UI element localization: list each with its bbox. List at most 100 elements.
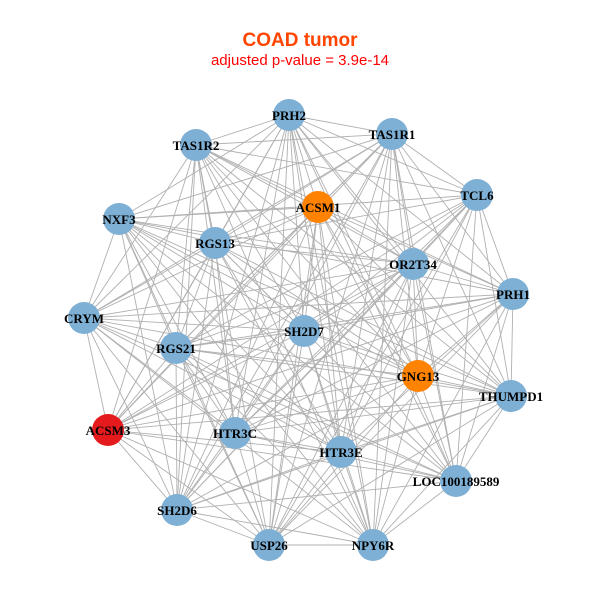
edge-TAS1R1-ACSM3 xyxy=(107,133,393,431)
node-label: TCL6 xyxy=(460,188,494,203)
nodes: PRH2TAS1R2TAS1R1ACSM1TCL6NXF3RGS13OR2T34… xyxy=(64,99,543,561)
node-label: THUMPD1 xyxy=(479,389,543,404)
edge-TAS1R2-LOC100189589 xyxy=(195,144,457,482)
edge-NXF3-GNG13 xyxy=(118,218,419,377)
edge-ACSM1-RGS13 xyxy=(214,206,319,244)
edge-PRH2-CRYM xyxy=(83,114,290,319)
edge-PRH2-SH2D7 xyxy=(288,114,305,332)
edge-THUMPD1-USP26 xyxy=(268,395,512,546)
edge-RGS13-RGS21 xyxy=(175,242,216,349)
edge-RGS13-ACSM3 xyxy=(107,242,216,431)
edge-NXF3-OR2T34 xyxy=(118,218,414,265)
node-circle xyxy=(402,360,434,392)
edge-CRYM-RGS21 xyxy=(83,317,177,349)
edge-CRYM-ACSM3 xyxy=(83,317,109,431)
edge-TAS1R1-SH2D6 xyxy=(176,133,393,511)
edge-CRYM-THUMPD1 xyxy=(83,317,512,397)
edge-THUMPD1-HTR3C xyxy=(234,395,512,434)
edge-TCL6-RGS21 xyxy=(175,194,478,349)
node-or2t34: OR2T34 xyxy=(389,248,437,280)
node-circle xyxy=(302,191,334,223)
edge-TCL6-HTR3C xyxy=(234,194,478,434)
edge-CRYM-SH2D6 xyxy=(83,317,178,511)
node-rgs21: RGS21 xyxy=(156,332,196,364)
edge-NXF3-SH2D6 xyxy=(118,218,178,511)
node-label: RGS13 xyxy=(195,236,235,251)
edge-TCL6-RGS13 xyxy=(214,194,478,244)
edge-PRH2-OR2T34 xyxy=(288,114,414,265)
edge-TCL6-SH2D7 xyxy=(303,194,478,332)
node-label: HTR3E xyxy=(319,445,362,460)
edge-SH2D7-GNG13 xyxy=(303,330,419,377)
edge-OR2T34-ACSM3 xyxy=(107,263,414,431)
edge-NXF3-RGS13 xyxy=(118,218,216,244)
edge-RGS13-HTR3C xyxy=(214,242,236,434)
edge-RGS13-THUMPD1 xyxy=(214,242,512,397)
node-circle xyxy=(199,227,231,259)
node-label: NPY6R xyxy=(352,538,395,553)
edge-TAS1R2-RGS21 xyxy=(175,144,197,349)
edge-PRH2-TAS1R1 xyxy=(288,114,393,135)
edge-OR2T34-CRYM xyxy=(83,263,414,319)
node-circle xyxy=(253,529,285,561)
node-thumpd1: THUMPD1 xyxy=(479,380,543,412)
node-circle xyxy=(160,332,192,364)
edge-NXF3-PRH1 xyxy=(118,218,514,295)
figure-subtitle: adjusted p-value = 3.9e-14 xyxy=(210,52,390,69)
edge-RGS13-LOC100189589 xyxy=(214,242,457,482)
edge-PRH2-SH2D6 xyxy=(176,114,290,511)
edge-HTR3E-USP26 xyxy=(268,451,342,546)
node-prh2: PRH2 xyxy=(272,99,306,131)
edge-GNG13-HTR3C xyxy=(234,375,419,434)
node-htr3c: HTR3C xyxy=(213,417,257,449)
edge-TCL6-USP26 xyxy=(268,194,478,546)
node-circle xyxy=(219,417,251,449)
node-label: SH2D7 xyxy=(284,324,324,339)
edge-HTR3C-SH2D6 xyxy=(176,432,236,511)
edge-PRH2-TAS1R2 xyxy=(195,114,290,146)
edge-TAS1R1-NXF3 xyxy=(118,133,393,220)
edge-SH2D7-USP26 xyxy=(268,330,305,546)
node-circle xyxy=(273,99,305,131)
edge-PRH1-RGS21 xyxy=(175,293,514,349)
node-label: GNG13 xyxy=(397,369,440,384)
edge-SH2D6-NPY6R xyxy=(176,509,374,546)
edge-PRH1-CRYM xyxy=(83,293,514,319)
edge-TAS1R2-THUMPD1 xyxy=(195,144,512,397)
node-label: SH2D6 xyxy=(157,503,197,518)
edge-OR2T34-HTR3C xyxy=(234,263,414,434)
node-tcl6: TCL6 xyxy=(460,179,494,211)
edge-PRH1-SH2D7 xyxy=(303,293,514,332)
edge-TCL6-PRH1 xyxy=(476,194,514,295)
edge-HTR3E-NPY6R xyxy=(340,451,374,546)
node-circle xyxy=(461,179,493,211)
edge-TAS1R1-LOC100189589 xyxy=(391,133,457,482)
edge-THUMPD1-ACSM3 xyxy=(107,395,512,431)
edge-OR2T34-LOC100189589 xyxy=(412,263,457,482)
edge-RGS13-CRYM xyxy=(83,242,216,319)
node-gng13: GNG13 xyxy=(397,360,440,392)
edge-RGS21-SH2D6 xyxy=(175,347,178,511)
edge-ACSM1-SH2D7 xyxy=(303,206,319,332)
edge-OR2T34-HTR3E xyxy=(340,263,414,453)
node-circle xyxy=(325,436,357,468)
node-acsm3: ACSM3 xyxy=(86,414,131,446)
edge-ACSM1-NPY6R xyxy=(317,206,374,546)
edge-TAS1R2-TAS1R1 xyxy=(195,133,393,146)
edge-TAS1R2-ACSM3 xyxy=(107,144,197,431)
edge-TCL6-ACSM3 xyxy=(107,194,478,431)
edge-SH2D7-RGS21 xyxy=(175,330,305,349)
edge-TAS1R2-TCL6 xyxy=(195,144,478,196)
node-circle xyxy=(68,302,100,334)
edge-NXF3-THUMPD1 xyxy=(118,218,512,397)
edge-NXF3-USP26 xyxy=(118,218,270,546)
edge-TAS1R1-NPY6R xyxy=(372,133,393,546)
edge-ACSM3-USP26 xyxy=(107,429,270,546)
edge-SH2D7-HTR3C xyxy=(234,330,305,434)
edge-TAS1R1-HTR3C xyxy=(234,133,393,434)
edge-RGS21-NPY6R xyxy=(175,347,374,546)
node-circle xyxy=(103,203,135,235)
node-sh2d7: SH2D7 xyxy=(284,315,324,347)
